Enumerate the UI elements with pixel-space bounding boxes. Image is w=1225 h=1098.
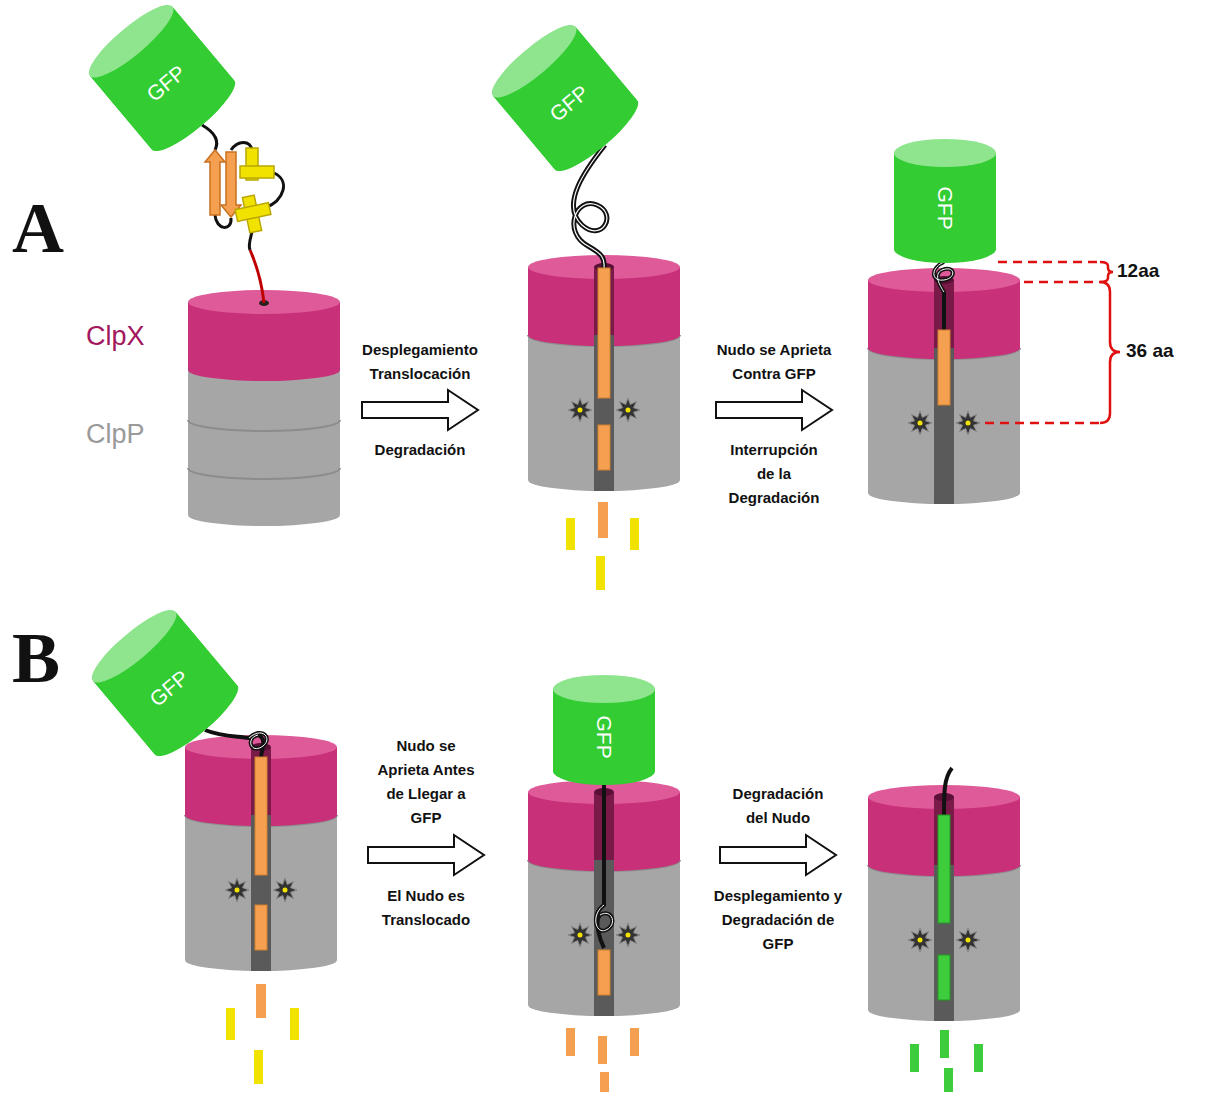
step-label: Desplegamiento y Degradación de GFP [711, 884, 846, 956]
part-label: ClpX [86, 322, 145, 352]
substrate-domain [202, 125, 284, 303]
cylinder-body [493, 27, 646, 181]
tight-knot [934, 262, 953, 405]
peptide-fragments [226, 984, 299, 1084]
peptide-fragments [566, 502, 639, 590]
step-label: Nudo se Aprieta Antes de Llegar a GFP [370, 734, 482, 830]
step-label: Interrupción de la Degradación [724, 438, 824, 510]
step-arrow [368, 835, 484, 875]
step-label: Degradación [353, 438, 488, 462]
gfp-cylinder: GFP [553, 675, 655, 785]
gfp-chain [938, 768, 952, 1000]
protease-closed [188, 290, 340, 526]
step-label: Desplegamiento Translocación [353, 338, 488, 386]
protease-open [185, 735, 337, 971]
step-arrow [362, 390, 478, 430]
cylinder-body [93, 612, 246, 766]
step-label: Degradación del Nudo [722, 782, 834, 830]
node-label: GFP [592, 715, 616, 758]
knotted-chain [205, 730, 267, 950]
cylinder-top [553, 675, 655, 703]
cylinder-body [553, 689, 655, 785]
protease-open [868, 785, 1020, 1021]
step-arrow [720, 835, 836, 875]
panel-letter: B [12, 622, 60, 694]
panel-letter: A [12, 192, 64, 264]
dimension-bracket [985, 262, 1120, 423]
node-text: GFP [933, 186, 957, 229]
step-label: El Nudo es Translocado [370, 884, 482, 932]
protease-open [528, 255, 680, 491]
protease-open [528, 780, 680, 1016]
node-text: GFP [592, 715, 616, 758]
peptide-fragments [566, 1028, 639, 1092]
cylinder-body [90, 7, 243, 161]
gfp-cylinder: GFP [484, 16, 646, 180]
knotted-chain [573, 145, 610, 470]
dimension-label: 36 aa [1126, 340, 1174, 363]
cylinder-body [894, 153, 996, 263]
step-label: Nudo se Aprieta Contra GFP [707, 338, 842, 386]
cylinder-top [894, 139, 996, 167]
translocated-knot [596, 785, 613, 995]
part-label: ClpP [86, 420, 145, 450]
step-arrow [716, 390, 832, 430]
node-label: GFP [933, 186, 957, 229]
dimension-label: 12aa [1117, 260, 1159, 283]
gfp-cylinder: GFP [894, 139, 996, 263]
peptide-fragments [910, 1030, 983, 1092]
gfp-cylinder: GFP [81, 0, 243, 160]
